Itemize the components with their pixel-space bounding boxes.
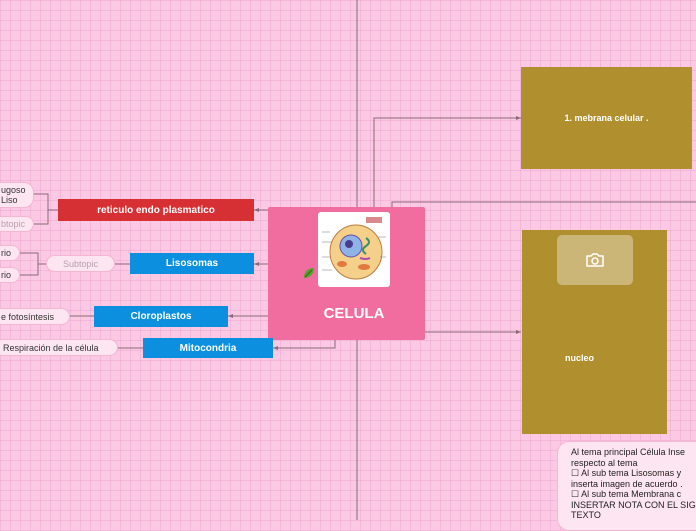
note-line-7: TEXTO [571, 510, 601, 520]
note-line-2: respecto al tema [571, 457, 638, 468]
subtopic-rio-2[interactable]: rio [0, 267, 20, 283]
subtopic-fotosintesis-label: e fotosíntesis [1, 311, 55, 322]
note-line-1: Al tema principal Célula Inse [571, 447, 686, 457]
cell-image [318, 212, 390, 287]
topic-membrana[interactable]: 1. mebrana celular . [521, 67, 692, 169]
topic-mitocondria-label: Mitocondria [179, 342, 237, 354]
subtopic-liso-label: Liso [1, 195, 18, 205]
subtopic-reticulo-placeholder-label: btopic [1, 219, 26, 229]
note-box[interactable]: Al tema principal Célula Inse respecto a… [557, 441, 696, 531]
topic-cloroplastos[interactable]: Cloroplastos [94, 306, 228, 327]
note-line-6: INSERTAR NOTA CON EL SIG [571, 499, 696, 510]
camera-icon[interactable] [557, 235, 633, 285]
leaf-icon [302, 266, 316, 280]
subtopic-respiracion[interactable]: Respiración de la célula [0, 339, 118, 356]
topic-nucleo-label: nucleo [565, 353, 595, 363]
subtopic-rio-1-label: rio [1, 248, 12, 258]
topic-cloroplastos-label: Cloroplastos [130, 311, 192, 322]
subtopic-rugoso-label: ugoso [1, 185, 26, 195]
topic-reticulo-label: reticulo endo plasmatico [97, 204, 215, 216]
note-line-3: ☐ Al sub tema Lisosomas y [571, 468, 682, 478]
subtopic-lisosomas-placeholder[interactable]: Subtopic [46, 255, 115, 272]
subtopic-rio-2-label: rio [1, 270, 12, 280]
subtopic-lisosomas-placeholder-label: Subtopic [62, 258, 99, 269]
subtopic-reticulo-placeholder[interactable]: btopic [0, 216, 34, 232]
connector-lines [20, 0, 696, 520]
note-line-4: inserta imagen de acuerdo . [571, 478, 683, 489]
note-line-5: ☐ Al sub tema Membrana c [571, 489, 682, 499]
topic-lisosomas-label: Lisosomas [165, 258, 219, 269]
topic-mitocondria[interactable]: Mitocondria [143, 338, 273, 358]
subtopic-fotosintesis[interactable]: e fotosíntesis [0, 308, 70, 325]
subtopic-respiracion-label: Respiración de la célula [3, 342, 99, 353]
subtopic-rugoso-liso[interactable]: ugoso Liso [0, 182, 34, 208]
subtopic-rio-1[interactable]: rio [0, 245, 20, 261]
central-topic-label: CELULA [323, 305, 385, 322]
topic-reticulo[interactable]: reticulo endo plasmatico [58, 199, 254, 221]
topic-lisosomas[interactable]: Lisosomas [130, 253, 254, 274]
topic-membrana-label: 1. mebrana celular . [564, 113, 649, 123]
